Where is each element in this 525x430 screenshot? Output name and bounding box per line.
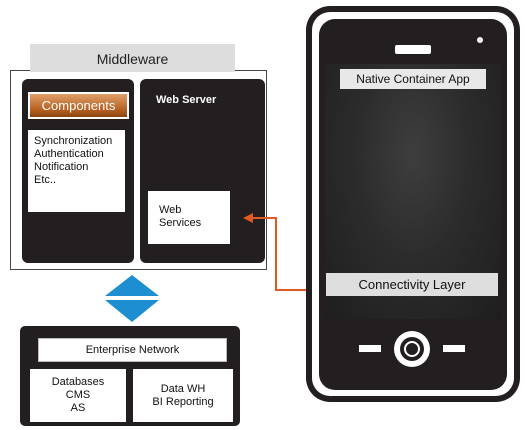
databases-box: Databases CMS AS	[30, 369, 126, 422]
bi-reporting-label: BI Reporting	[152, 396, 214, 408]
middleware-title: Middleware	[30, 44, 235, 72]
components-item: Notification	[34, 161, 89, 173]
camera-icon	[477, 37, 483, 43]
web-server-title: Web Server	[156, 94, 217, 106]
as-label: AS	[70, 402, 86, 414]
home-button-ring	[404, 341, 420, 357]
components-item: Authentication	[34, 148, 104, 160]
arrowhead-left-icon	[243, 213, 253, 223]
data-wh-box: Data WH BI Reporting	[133, 369, 233, 422]
enterprise-network-label: Enterprise Network	[38, 338, 227, 362]
web-services-label-line1: Web	[159, 204, 182, 216]
components-title: Components	[28, 92, 129, 119]
data-wh-label: Data WH	[160, 383, 206, 395]
components-item: Synchronization	[34, 135, 113, 147]
right-soft-key-icon	[443, 345, 465, 352]
databases-label: Databases	[51, 376, 105, 388]
components-list: Synchronization Authentication Notificat…	[28, 130, 125, 212]
connectivity-layer-label: Connectivity Layer	[326, 273, 498, 296]
speaker-icon	[395, 45, 431, 54]
native-container-app-label: Native Container App	[340, 69, 486, 89]
cms-label: CMS	[65, 389, 91, 401]
left-soft-key-icon	[359, 345, 381, 352]
bidirectional-triangle-icon	[105, 275, 159, 322]
web-services-label-line2: Services	[159, 217, 202, 229]
components-item: Etc..	[34, 174, 57, 186]
web-services-box: Web Services	[148, 191, 230, 244]
